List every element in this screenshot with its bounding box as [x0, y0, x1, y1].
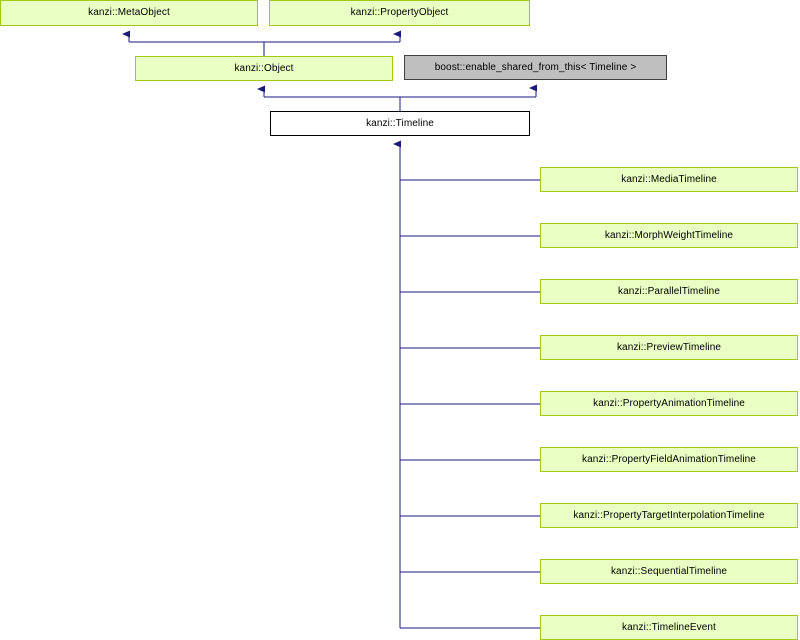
node-label: kanzi::ParallelTimeline [618, 285, 720, 297]
node-label: kanzi::PropertyTargetInterpolationTimeli… [573, 509, 765, 521]
node-label: kanzi::TimelineEvent [622, 621, 716, 633]
node-label: kanzi::Timeline [366, 117, 434, 129]
node-label: kanzi::MorphWeightTimeline [604, 229, 734, 241]
node-label: kanzi::PropertyFieldAnimationTimeline [582, 453, 756, 465]
node-kanzi-propertyfieldanimationtimeline[interactable]: kanzi::PropertyFieldAnimationTimeline [540, 447, 798, 472]
node-kanzi-previewtimeline[interactable]: kanzi::PreviewTimeline [540, 335, 798, 360]
node-boost-enable-shared-from-this[interactable]: boost::enable_shared_from_this< Timeline… [404, 55, 667, 80]
node-label: kanzi::PropertyAnimationTimeline [593, 397, 745, 409]
node-kanzi-propertyanimationtimeline[interactable]: kanzi::PropertyAnimationTimeline [540, 391, 798, 416]
node-kanzi-paralleltimeline[interactable]: kanzi::ParallelTimeline [540, 279, 798, 304]
node-kanzi-propertyobject[interactable]: kanzi::PropertyObject [269, 0, 530, 26]
node-label: kanzi::MediaTimeline [621, 173, 717, 185]
node-label: kanzi::Object [234, 62, 294, 74]
node-kanzi-timelineevent[interactable]: kanzi::TimelineEvent [540, 615, 798, 640]
node-label: kanzi::SequentialTimeline [610, 565, 728, 577]
node-label: kanzi::PreviewTimeline [616, 341, 722, 353]
node-kanzi-sequentialtimeline[interactable]: kanzi::SequentialTimeline [540, 559, 798, 584]
node-kanzi-timeline[interactable]: kanzi::Timeline [270, 111, 530, 136]
node-label: boost::enable_shared_from_this< Timeline… [434, 61, 637, 73]
node-kanzi-metaobject[interactable]: kanzi::MetaObject [0, 0, 258, 26]
node-kanzi-mediatimeline[interactable]: kanzi::MediaTimeline [540, 167, 798, 192]
node-kanzi-morphweighttimeline[interactable]: kanzi::MorphWeightTimeline [540, 223, 798, 248]
node-label: kanzi::PropertyObject [350, 7, 449, 18]
node-label: kanzi::MetaObject [88, 7, 170, 18]
node-kanzi-propertytargetinterpolationtimeline[interactable]: kanzi::PropertyTargetInterpolationTimeli… [540, 503, 798, 528]
node-kanzi-object[interactable]: kanzi::Object [135, 56, 393, 81]
